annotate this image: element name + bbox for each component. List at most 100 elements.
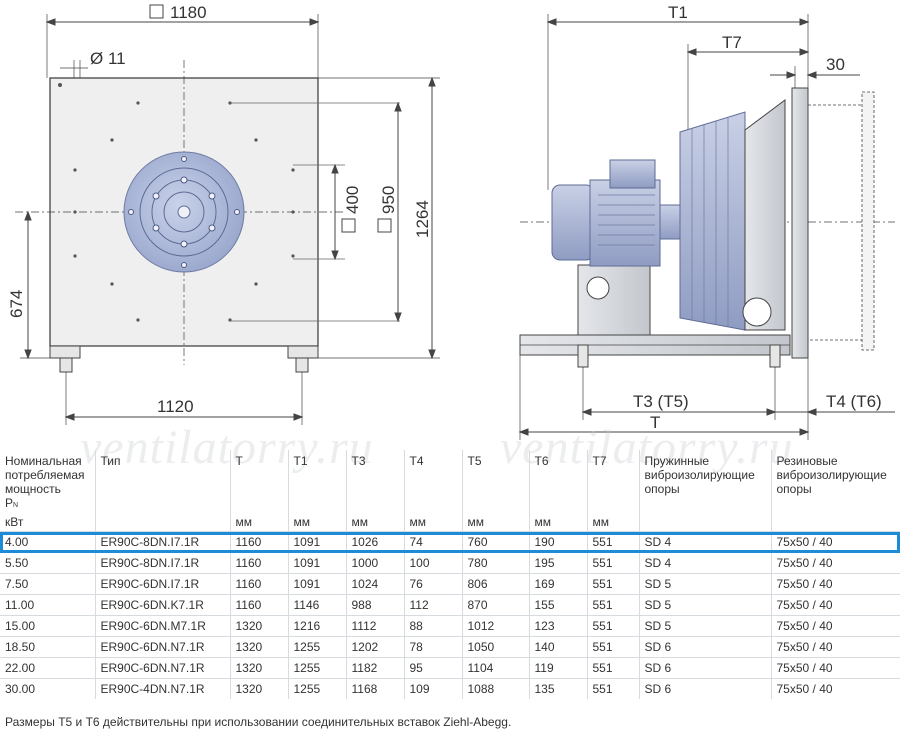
- cell-t7: 551: [586, 657, 639, 679]
- cell-spring: SD 5: [638, 615, 771, 637]
- cell-t3: 1202: [345, 636, 404, 658]
- cell-t7: 551: [586, 552, 639, 574]
- cell-t7: 551: [586, 678, 639, 699]
- unit-t3: мм: [345, 513, 404, 532]
- cell-t1: 1146: [287, 594, 346, 616]
- spec-table: Номинальная потребляемая мощность PN Тип…: [0, 450, 900, 699]
- cell-spring: SD 5: [638, 594, 771, 616]
- cell-power: 4.00: [0, 531, 95, 553]
- cell-t4: 95: [403, 657, 462, 679]
- cell-t1: 1255: [287, 657, 346, 679]
- cell-t5: 1050: [461, 636, 529, 658]
- unit-spring: [638, 513, 771, 532]
- cell-t4: 112: [403, 594, 462, 616]
- header-rubber: Резиновые виброизолирующие опоры: [770, 450, 900, 513]
- header-t5: T5: [461, 450, 529, 513]
- cell-t1: 1091: [287, 573, 346, 595]
- cell-t3: 1000: [345, 552, 404, 574]
- cell-rubber: 75x50 / 40: [770, 552, 900, 574]
- cell-power: 30.00: [0, 678, 95, 699]
- cell-t6: 123: [528, 615, 587, 637]
- units-row: кВт мм мм мм мм мм мм мм: [0, 513, 900, 532]
- dim-t1: T1: [668, 3, 688, 22]
- cell-spring: SD 5: [638, 573, 771, 595]
- cell-power: 11.00: [0, 594, 95, 616]
- dim-hole: Ø 11: [90, 49, 126, 68]
- cell-spring: SD 4: [638, 531, 771, 553]
- cell-t: 1320: [229, 657, 288, 679]
- header-t1: T1: [287, 450, 346, 513]
- header-power-sub: N: [13, 502, 19, 509]
- header-type: Тип: [94, 450, 230, 513]
- cell-t5: 1088: [461, 678, 529, 699]
- header-spring: Пружинные виброизолирующие опоры: [638, 450, 771, 513]
- cell-rubber: 75x50 / 40: [770, 531, 900, 553]
- cell-t7: 551: [586, 636, 639, 658]
- unit-rubber: [770, 513, 900, 532]
- dim-outer-square: 950: [379, 186, 398, 214]
- cell-rubber: 75x50 / 40: [770, 657, 900, 679]
- header-t7: T7: [586, 450, 639, 513]
- cell-t4: 109: [403, 678, 462, 699]
- cell-t7: 551: [586, 594, 639, 616]
- cell-t1: 1255: [287, 636, 346, 658]
- cell-type: ER90C-6DN.M7.1R: [94, 615, 230, 637]
- cell-t5: 870: [461, 594, 529, 616]
- cell-t3: 1168: [345, 678, 404, 699]
- cell-t6: 119: [528, 657, 587, 679]
- cell-type: ER90C-8DN.I7.1R: [94, 531, 230, 553]
- cell-t6: 140: [528, 636, 587, 658]
- cell-type: ER90C-8DN.I7.1R: [94, 552, 230, 574]
- cell-rubber: 75x50 / 40: [770, 678, 900, 699]
- cell-t5: 780: [461, 552, 529, 574]
- cell-power: 15.00: [0, 615, 95, 637]
- cell-t1: 1216: [287, 615, 346, 637]
- cell-spring: SD 4: [638, 552, 771, 574]
- cell-power: 7.50: [0, 573, 95, 595]
- side-view: [518, 14, 895, 440]
- header-t: T: [229, 450, 288, 513]
- unit-t5: мм: [461, 513, 529, 532]
- header-power: Номинальная потребляемая мощность PN: [0, 450, 95, 513]
- header-power-label: Номинальная потребляемая мощность: [5, 454, 85, 496]
- header-t3: T3: [345, 450, 404, 513]
- cell-t3: 1112: [345, 615, 404, 637]
- cell-t4: 74: [403, 531, 462, 553]
- cell-t: 1160: [229, 531, 288, 553]
- cell-type: ER90C-6DN.K7.1R: [94, 594, 230, 616]
- unit-t6: мм: [528, 513, 587, 532]
- cell-t3: 1182: [345, 657, 404, 679]
- footnote: Размеры Т5 и Т6 действительны при исполь…: [5, 715, 512, 729]
- cell-t6: 195: [528, 552, 587, 574]
- cell-t7: 551: [586, 573, 639, 595]
- cell-t3: 988: [345, 594, 404, 616]
- cell-t: 1320: [229, 636, 288, 658]
- cell-type: ER90C-6DN.N7.1R: [94, 636, 230, 658]
- cell-power: 18.50: [0, 636, 95, 658]
- cell-t5: 806: [461, 573, 529, 595]
- dim-t4-t6: T4 (T6): [826, 392, 882, 411]
- cell-t7: 551: [586, 615, 639, 637]
- unit-type: [94, 513, 230, 532]
- dim-height: 1264: [413, 200, 432, 238]
- cell-t1: 1091: [287, 531, 346, 553]
- header-power-symbol: P: [5, 496, 14, 510]
- cell-spring: SD 6: [638, 678, 771, 699]
- cell-t4: 76: [403, 573, 462, 595]
- cell-t6: 190: [528, 531, 587, 553]
- unit-t4: мм: [403, 513, 462, 532]
- unit-t7: мм: [586, 513, 639, 532]
- cell-power: 5.50: [0, 552, 95, 574]
- dim-base-width: 1120: [157, 397, 194, 416]
- cell-t: 1160: [229, 552, 288, 574]
- cell-rubber: 75x50 / 40: [770, 594, 900, 616]
- cell-t5: 1104: [461, 657, 529, 679]
